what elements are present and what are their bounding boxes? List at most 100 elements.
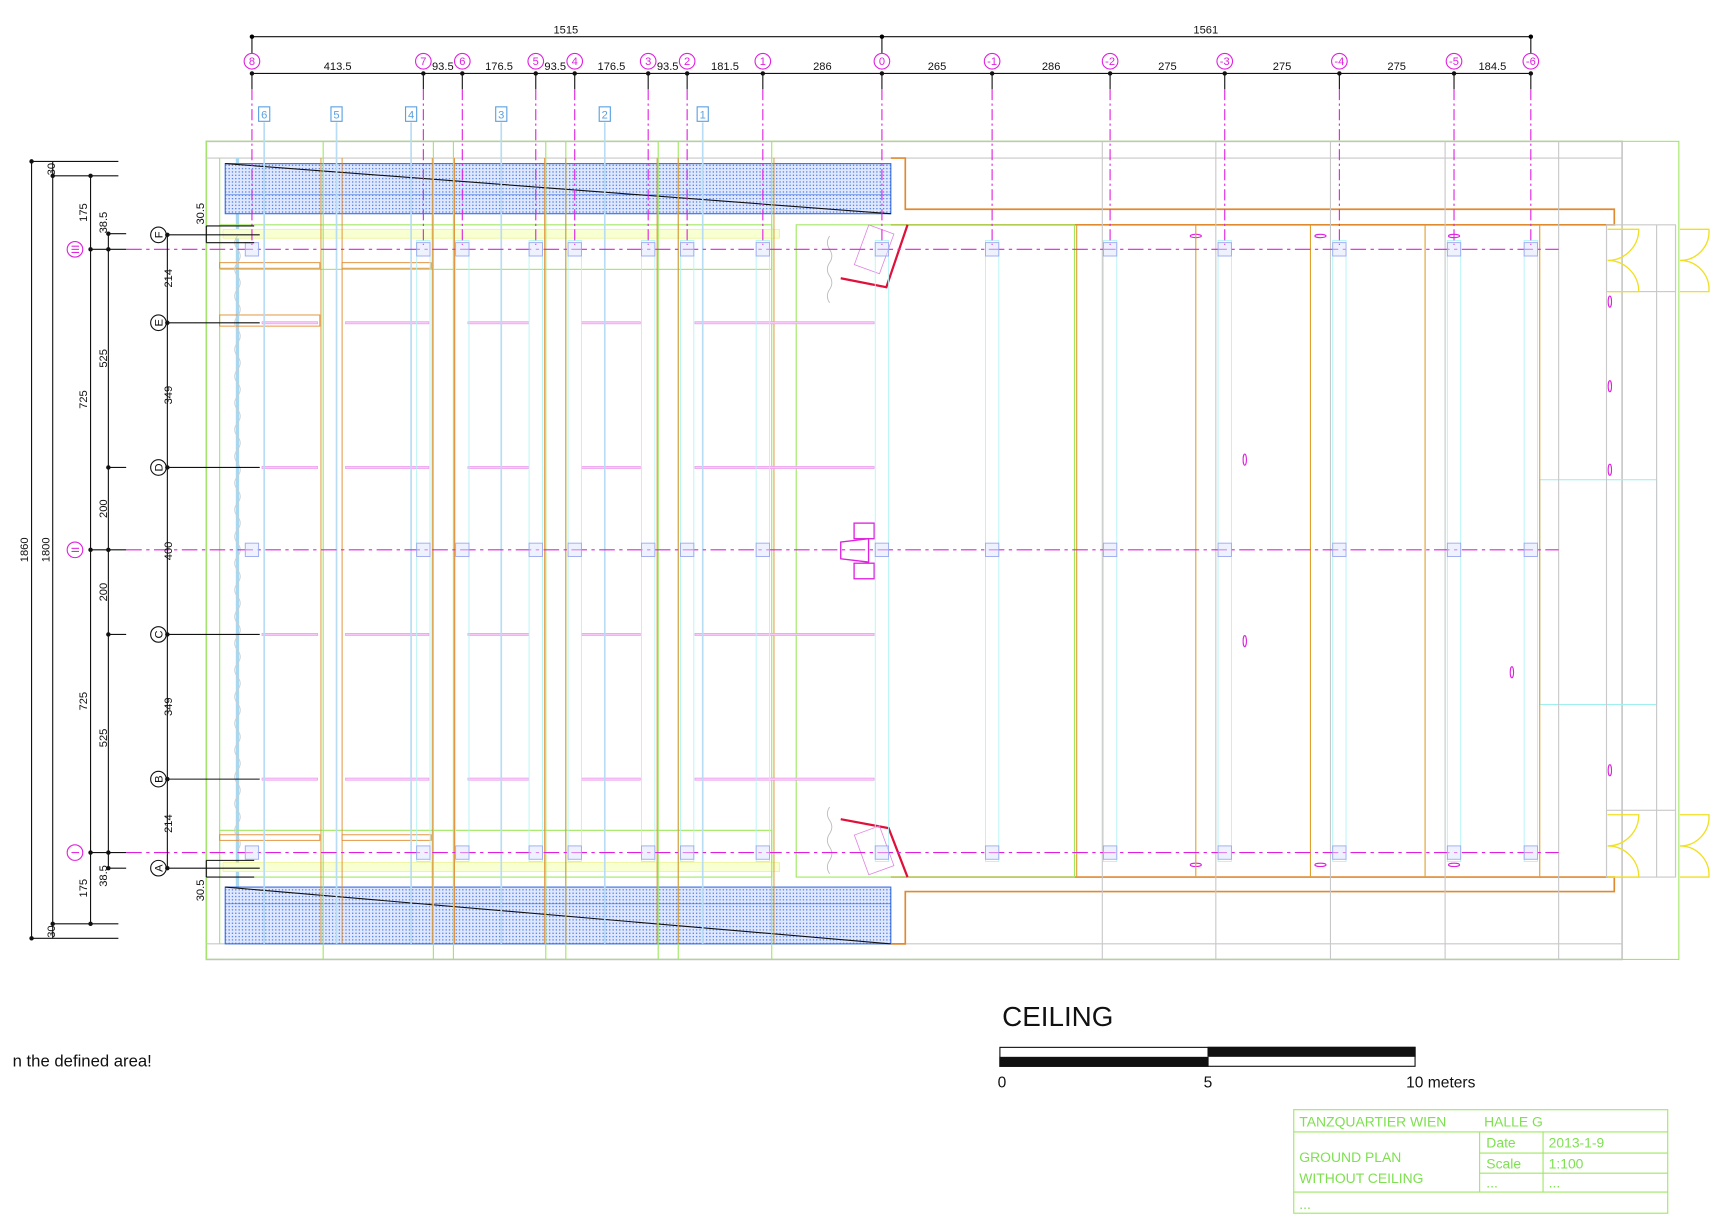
letter-axis-C: C: [153, 630, 165, 638]
column-base: [1217, 542, 1232, 557]
column-dim-label: 265: [928, 61, 947, 73]
batten-tag: 1: [700, 110, 706, 122]
row-axis-II-marker: [66, 541, 84, 559]
dim-node: [1528, 71, 1534, 76]
drawing-title: CEILING: [1002, 1001, 1113, 1032]
column-base: [1217, 242, 1232, 257]
dim-mid: 38.5: [98, 212, 110, 234]
dim-node: [421, 71, 426, 76]
batten-tag: 3: [498, 110, 504, 122]
dim-edge-bottom: 30: [46, 925, 58, 937]
column-axis-label: -6: [1526, 56, 1536, 68]
letter-axis-A: A: [153, 864, 165, 872]
batten-bar: [261, 633, 318, 636]
column-base: [755, 845, 770, 860]
dim-letter: 349: [163, 386, 175, 405]
dim-offset: 30.5: [195, 203, 207, 225]
column-base: [528, 845, 543, 860]
column-base: [1102, 242, 1118, 257]
batten-bar: [694, 777, 875, 781]
column-base: [1332, 542, 1347, 557]
column-axis-label: 8: [249, 56, 255, 68]
column-base: [416, 242, 431, 257]
column-base: [528, 242, 543, 257]
column-axis-label: 4: [572, 56, 578, 68]
dim-outer: 725: [78, 692, 90, 711]
row-axis-III: III: [70, 245, 82, 254]
column-dim-label: 176.5: [485, 61, 513, 73]
column-base: [567, 845, 582, 860]
column-base: [244, 845, 260, 860]
column-axis-marker: [566, 52, 584, 70]
column-base: [641, 845, 656, 860]
batten-bar: [581, 321, 641, 325]
batten-tag-box: [495, 106, 508, 122]
scale-label-5: 5: [1204, 1074, 1213, 1091]
column-axis-marker: [527, 52, 545, 70]
column-base: [455, 242, 470, 257]
column-axis-marker: [1331, 52, 1348, 70]
column-base: [680, 542, 695, 557]
batten-bar: [467, 466, 530, 469]
dim-node: [249, 71, 255, 76]
dim-node: [760, 71, 766, 76]
overall-dim-right: 1561: [1193, 24, 1218, 36]
column-base: [528, 542, 543, 557]
dim-node: [645, 71, 651, 76]
column-axis-marker: [453, 52, 471, 70]
column-axis-label: 2: [684, 56, 690, 68]
batten-bar: [467, 321, 530, 325]
batten-tag-box: [330, 106, 343, 122]
batten-bar: [345, 777, 430, 781]
column-dim-label: 176.5: [598, 61, 626, 73]
dim-node: [533, 71, 538, 76]
title-extra-label: ...: [1486, 1175, 1498, 1191]
column-dim-label: 93.5: [657, 61, 679, 73]
batten-bar: [467, 633, 530, 636]
dim-letter: 214: [163, 269, 175, 288]
column-axis-marker: [1522, 52, 1540, 70]
title-date-value: 2013-1-9: [1549, 1135, 1605, 1151]
batten-tag: 2: [602, 110, 608, 122]
dim-mid: 200: [98, 499, 110, 518]
column-axis-label: 1: [760, 56, 766, 68]
batten-bar: [467, 777, 530, 781]
column-axis-label: -5: [1449, 56, 1459, 68]
scale-bar: [999, 1046, 1416, 1067]
dim-mid: 525: [98, 349, 110, 368]
row-axis-I: I: [70, 851, 82, 854]
column-axis-marker: [243, 52, 261, 70]
column-base: [755, 542, 770, 557]
dim-inner: 1800: [40, 537, 52, 562]
column-base: [416, 542, 431, 557]
column-base: [1523, 242, 1538, 257]
column-axis-label: -4: [1334, 56, 1344, 68]
column-base: [1446, 542, 1462, 557]
letter-axis-D: D: [153, 463, 165, 471]
column-base: [874, 845, 890, 860]
row-axis-I-marker: [66, 844, 84, 861]
dim-node: [879, 71, 885, 76]
column-dim-label: 275: [1387, 61, 1406, 73]
batten-bar: [581, 633, 641, 636]
column-base: [984, 242, 1000, 257]
batten-bar: [694, 633, 875, 636]
dim-mid: 200: [98, 583, 110, 602]
column-base: [984, 845, 1000, 860]
scale-label-0: 0: [998, 1074, 1007, 1091]
column-base: [567, 542, 582, 557]
overall-dim-left: 1515: [553, 24, 578, 36]
title-extra-value: ...: [1549, 1175, 1561, 1191]
row-axis-II: II: [70, 547, 82, 553]
batten-bar: [345, 466, 430, 469]
batten-tag: 4: [408, 110, 414, 122]
dim-node: [1107, 71, 1113, 76]
column-axis-marker: [1216, 52, 1234, 70]
letter-axis-E: E: [153, 319, 165, 326]
column-dim-label: 413.5: [324, 61, 352, 73]
column-axis-label: -2: [1105, 56, 1115, 68]
clipped-note: n the defined area!: [13, 1051, 152, 1070]
column-axis-marker: [873, 52, 891, 70]
left-dimensions: [31, 160, 260, 939]
